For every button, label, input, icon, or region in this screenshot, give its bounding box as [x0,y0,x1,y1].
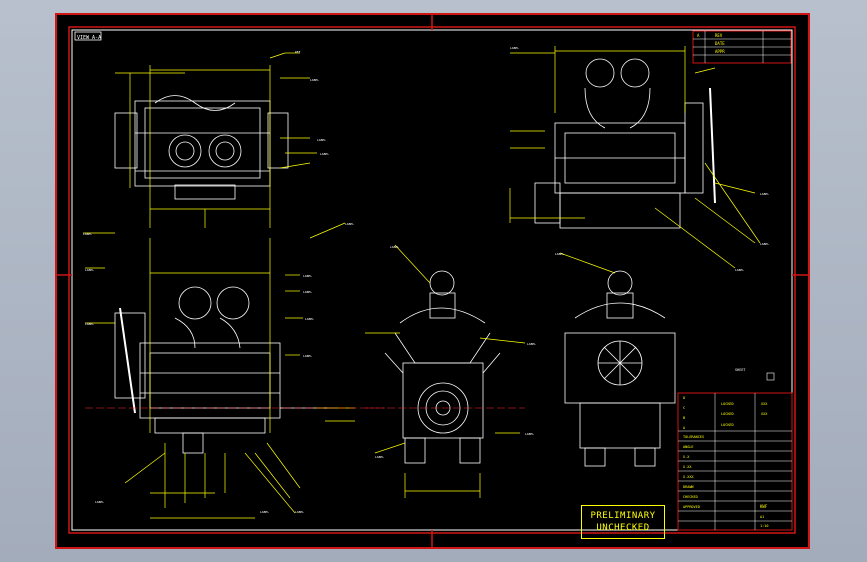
stamp-line-1: PRELIMINARY [590,511,656,521]
svg-text:LABEL: LABEL [85,268,94,272]
svg-text:XXX: XXX [761,402,768,406]
svg-text:LABEL: LABEL [305,317,314,321]
svg-text:SHEET: SHEET [735,368,746,372]
svg-text:KWF: KWF [760,504,768,509]
front-view-dims [365,244,526,498]
svg-text:LABEL: LABEL [527,342,536,346]
svg-text:LABEL: LABEL [303,290,312,294]
svg-text:LOCKED: LOCKED [721,402,734,406]
svg-text:LABEL: LABEL [510,46,519,50]
svg-text:X.X: X.X [683,455,690,459]
right-view-dims [509,46,761,269]
svg-text:DATE: DATE [715,41,725,46]
side-view-dims [83,222,355,519]
side-view [114,286,335,454]
svg-text:LABEL: LABEL [760,242,769,246]
svg-text:LABEL: LABEL [303,274,312,278]
svg-text:LOCKED: LOCKED [721,412,734,416]
revision-table: A REV DATE APPR [692,30,792,64]
title-block: D C B A LOCKED LOCKED LOCKED XXX XXX TOL… [677,368,793,531]
cad-drawing-canvas[interactable]: VIEW A-A A REV DATE APPR [55,13,810,549]
preliminary-stamp: PRELIMINARY UNCHECKED [581,505,665,539]
svg-text:A1: A1 [760,515,764,519]
svg-text:APPROVED: APPROVED [683,505,700,509]
rear-view [564,270,676,467]
svg-text:CHECKED: CHECKED [683,495,698,499]
svg-text:APPR: APPR [715,49,725,54]
svg-text:LABEL: LABEL [555,252,564,256]
svg-text:LABEL: LABEL [95,500,104,504]
svg-text:LABEL: LABEL [260,510,269,514]
svg-text:ANGLE: ANGLE [683,445,694,449]
engine-drawing: VIEW A-A A REV DATE APPR [55,13,810,549]
svg-text:X.XX: X.XX [683,465,692,469]
svg-text:LABEL: LABEL [310,78,319,82]
svg-text:C: C [683,406,685,410]
rear-view-dims [559,252,616,274]
svg-text:LABEL: LABEL [375,455,384,459]
svg-text:X.XXX: X.XXX [683,475,694,479]
svg-text:LABEL: LABEL [735,268,744,272]
svg-text:TOLERANCES: TOLERANCES [683,435,704,439]
labels: REF LABEL LABEL LABEL LABEL LABEL LABEL … [83,46,769,514]
svg-text:A: A [683,426,686,430]
svg-text:REV: REV [715,33,723,38]
front-view [384,270,501,464]
svg-text:REF: REF [295,50,301,54]
svg-text:D: D [683,396,685,400]
svg-text:XXX: XXX [761,412,768,416]
outer-border [55,13,810,549]
svg-text:LABEL: LABEL [320,152,329,156]
stamp-line-2: UNCHECKED [596,523,650,533]
right-view [534,58,716,229]
svg-text:LABEL: LABEL [317,138,326,142]
svg-text:LABEL: LABEL [303,354,312,358]
svg-text:A: A [697,33,700,38]
top-view [114,95,289,200]
svg-text:LOCKED: LOCKED [721,423,734,427]
svg-text:DRAWN: DRAWN [683,485,694,489]
svg-text:LABEL: LABEL [83,232,92,236]
svg-text:1:10: 1:10 [760,524,768,528]
svg-text:LABEL: LABEL [345,222,354,226]
svg-text:LABEL: LABEL [390,245,399,249]
svg-text:LABEL: LABEL [85,322,94,326]
svg-text:LABEL: LABEL [525,432,534,436]
svg-text:LABEL: LABEL [295,510,304,514]
svg-text:LABEL: LABEL [760,192,769,196]
top-view-dims [115,52,317,228]
view-tag: VIEW A-A [77,35,101,41]
svg-text:B: B [683,416,685,420]
